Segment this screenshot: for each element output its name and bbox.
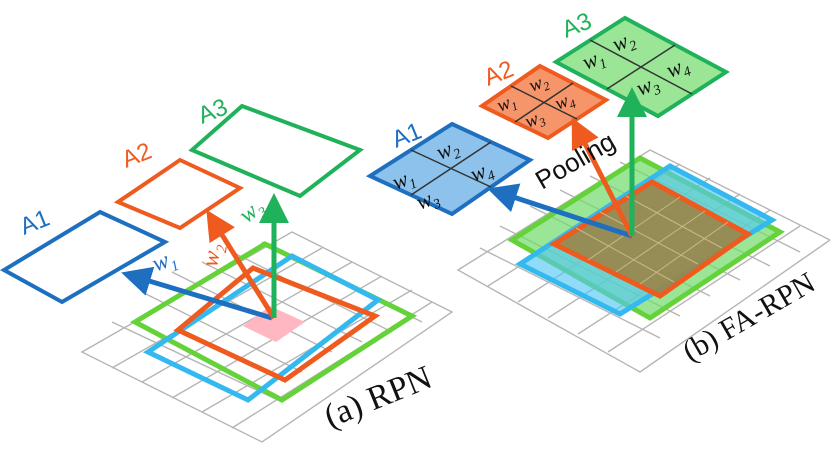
rpn-a1-box (0, 209, 170, 305)
rpn-a1-label: A1 (16, 205, 53, 241)
fa-rpn-panel: A1 A2 A3 w1 w2 w3 w4 w1 w2 w3 w4 w1 w2 w… (365, 8, 830, 373)
rpn-a2-label: A2 (118, 138, 155, 174)
rpn-panel: A1 A2 A3 w1 w2 w3 (a) RPN (0, 94, 454, 443)
rpn-cyan-box (142, 253, 383, 403)
rpn-orange-box (173, 265, 381, 383)
fa-rpn-arrow-a2 (571, 117, 635, 238)
fa-rpn-arrow-a1 (487, 183, 633, 239)
rpn-w3-label: w3 (234, 194, 271, 232)
rpn-caption: (a) RPN (319, 359, 437, 435)
rpn-arrow-w2 (206, 209, 277, 320)
fa-rpn-a1-box (365, 121, 535, 217)
rpn-a3-label: A3 (194, 94, 231, 130)
rpn-w2-label: w2 (197, 241, 231, 270)
rpn-a2-box (113, 157, 245, 231)
rpn-a3-box (188, 103, 365, 199)
fa-rpn-a3-box (552, 15, 730, 119)
rpn-arrow-w1 (121, 266, 273, 321)
